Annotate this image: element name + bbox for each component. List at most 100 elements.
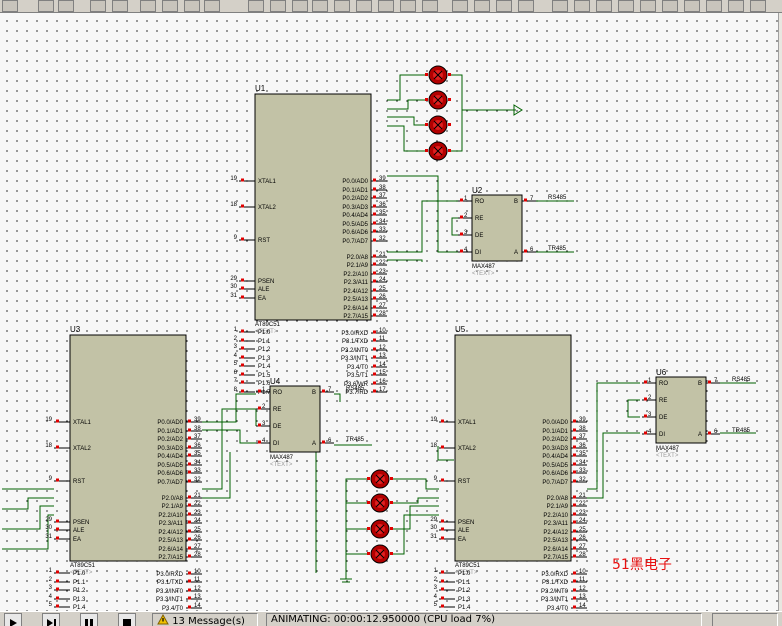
pin-number: 3 bbox=[434, 585, 438, 591]
toolbar-button[interactable] bbox=[640, 0, 656, 12]
pin-number: 6 bbox=[714, 429, 718, 435]
toolbar-button[interactable] bbox=[618, 0, 634, 12]
pin-label: P2.3/A11 bbox=[544, 521, 569, 527]
pause-button[interactable] bbox=[80, 613, 98, 626]
pin-label: P3.3/INT1 bbox=[541, 597, 569, 603]
pin-marker bbox=[573, 445, 576, 449]
pin-label: P2.3/A11 bbox=[344, 280, 369, 286]
pin-marker bbox=[258, 440, 261, 444]
toolbar-button[interactable] bbox=[248, 0, 264, 12]
toolbar-button[interactable] bbox=[452, 0, 468, 12]
toolbar-button[interactable] bbox=[400, 0, 416, 12]
toolbar-button[interactable] bbox=[112, 0, 128, 12]
pin-marker bbox=[373, 330, 376, 334]
pin-label: P1.1 bbox=[73, 580, 86, 586]
pin-label: P3.2/INT0 bbox=[541, 589, 569, 595]
pin-label: P2.4/A12 bbox=[343, 289, 368, 295]
pin-number: 37 bbox=[194, 434, 201, 440]
pin-marker bbox=[373, 221, 376, 225]
toolbar-button[interactable] bbox=[162, 0, 178, 12]
toolbar-button[interactable] bbox=[270, 0, 286, 12]
toolbar-button[interactable] bbox=[496, 0, 512, 12]
toolbar-button[interactable] bbox=[728, 0, 744, 12]
pin-marker bbox=[373, 372, 376, 376]
pin-number: 3 bbox=[262, 421, 266, 427]
pin-label: EA bbox=[458, 537, 466, 543]
pin-label: P2.2/A10 bbox=[158, 513, 183, 519]
pin-marker bbox=[460, 232, 463, 236]
pin-marker bbox=[367, 501, 370, 504]
pin-number: 21 bbox=[579, 493, 586, 499]
toolbar-button[interactable] bbox=[2, 0, 18, 12]
pin-label: P2.2/A10 bbox=[343, 272, 368, 278]
pin-label: P3.1/TXD bbox=[542, 580, 569, 586]
toolbar-button[interactable] bbox=[684, 0, 700, 12]
pin-marker bbox=[56, 527, 59, 531]
pin-label: XTAL1 bbox=[73, 420, 92, 426]
toolbar-button[interactable] bbox=[90, 0, 106, 12]
toolbar-button[interactable] bbox=[662, 0, 678, 12]
toolbar-button[interactable] bbox=[356, 0, 372, 12]
toolbar-button[interactable] bbox=[58, 0, 74, 12]
toolbar-button[interactable] bbox=[474, 0, 490, 12]
stop-button[interactable] bbox=[118, 613, 136, 626]
pin-label: ALE bbox=[258, 287, 269, 293]
toolbar-button[interactable] bbox=[184, 0, 200, 12]
pin-label: P3.0/RXD bbox=[341, 331, 368, 337]
pin-label: P1.4 bbox=[258, 364, 271, 370]
toolbar-button[interactable] bbox=[312, 0, 328, 12]
pin-label: P3.5/T1 bbox=[347, 373, 369, 379]
pin-label: DI bbox=[273, 441, 279, 447]
pin-marker bbox=[373, 313, 376, 317]
pin-number: 30 bbox=[430, 525, 437, 531]
toolbar-button[interactable] bbox=[518, 0, 534, 12]
pin-label: B bbox=[514, 199, 518, 205]
simulation-status: ANIMATING: 00:00:12.950000 (CPU load 7%) bbox=[266, 613, 702, 626]
toolbar-button[interactable] bbox=[750, 0, 766, 12]
pin-label: P0.4/AD4 bbox=[342, 213, 368, 219]
pin-number: 36 bbox=[579, 443, 586, 449]
pin-marker bbox=[644, 397, 647, 401]
messages-panel[interactable]: 13 Message(s) bbox=[152, 613, 258, 626]
pin-label: P1.2 bbox=[458, 588, 471, 594]
pin-number: 4 bbox=[262, 438, 266, 444]
toolbar-button[interactable] bbox=[378, 0, 394, 12]
step-button[interactable] bbox=[42, 613, 60, 626]
pin-marker bbox=[373, 296, 376, 300]
pin-marker bbox=[373, 288, 376, 292]
pin-marker bbox=[573, 503, 576, 507]
pin-number: 3 bbox=[464, 230, 468, 236]
pin-label: P1.4 bbox=[458, 605, 471, 611]
transceiver-ref: U2 bbox=[472, 186, 483, 195]
watermark-text: 51黑电子 bbox=[612, 557, 672, 573]
toolbar-button[interactable] bbox=[204, 0, 220, 12]
pin-label: P0.6/AD6 bbox=[157, 471, 183, 477]
pin-marker bbox=[441, 579, 444, 583]
net-label-rs485: RS485 bbox=[346, 386, 365, 392]
pin-marker bbox=[241, 338, 244, 342]
toolbar-button[interactable] bbox=[334, 0, 350, 12]
toolbar-button[interactable] bbox=[422, 0, 438, 12]
pin-marker bbox=[373, 178, 376, 182]
pin-marker bbox=[322, 440, 325, 444]
toolbar-button[interactable] bbox=[706, 0, 722, 12]
led: D1 bbox=[425, 65, 451, 85]
play-button[interactable] bbox=[4, 613, 22, 626]
toolbar-button[interactable] bbox=[552, 0, 568, 12]
toolbar-button[interactable] bbox=[140, 0, 156, 12]
toolbar-button[interactable] bbox=[596, 0, 612, 12]
pin-marker bbox=[573, 571, 576, 575]
pin-number: 10 bbox=[579, 569, 586, 575]
vertical-scrollbar[interactable] bbox=[778, 13, 782, 611]
pin-marker bbox=[241, 178, 244, 182]
pin-marker bbox=[188, 546, 191, 550]
toolbar-button[interactable] bbox=[574, 0, 590, 12]
toolbar-button[interactable] bbox=[292, 0, 308, 12]
toolbar-button[interactable] bbox=[38, 0, 54, 12]
pin-marker bbox=[441, 596, 444, 600]
pin-label: P2.5/A13 bbox=[543, 538, 568, 544]
pin-marker bbox=[56, 596, 59, 600]
